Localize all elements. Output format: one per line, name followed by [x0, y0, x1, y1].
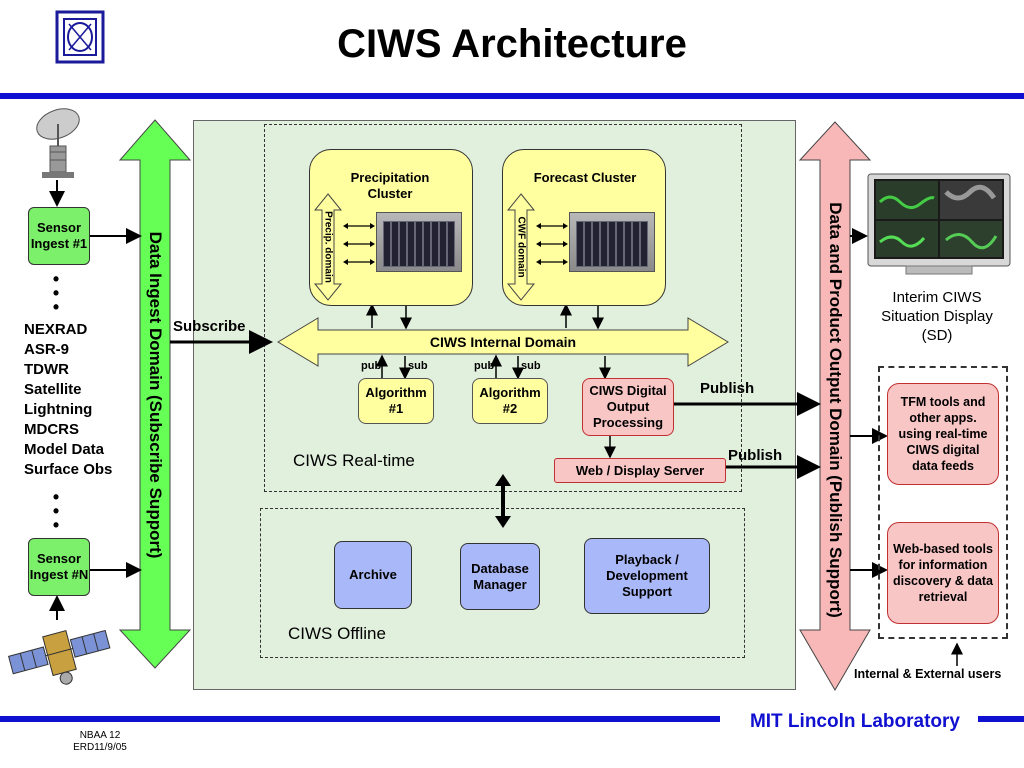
precipitation-cluster-title: Precipitation Cluster: [350, 170, 430, 201]
digital-output-processing[interactable]: CIWS Digital Output Processing: [582, 378, 674, 436]
ellipsis-dots-bottom: •••: [52, 487, 60, 535]
algorithm-1[interactable]: Algorithm #1: [358, 378, 434, 424]
source-satellite: Satellite: [24, 381, 82, 398]
web-display-server[interactable]: Web / Display Server: [554, 458, 726, 483]
source-nexrad: NEXRAD: [24, 321, 88, 338]
situation-display-label: Interim CIWS Situation Display (SD): [881, 289, 993, 344]
situation-display-monitor-icon: [866, 172, 1012, 282]
algorithm-2[interactable]: Algorithm #2: [472, 378, 548, 424]
source-mdcrs: MDCRS: [24, 421, 79, 438]
internal-domain-arrow: [277, 317, 729, 367]
web-tools-box[interactable]: Web-based tools for information discover…: [887, 522, 999, 624]
sensor-source-list: NEXRAD ASR-9 TDWR Satellite Lightning MD…: [24, 320, 112, 480]
offline-label: CIWS Offline: [288, 624, 386, 643]
alg2-sub-label: sub: [521, 360, 541, 372]
subscribe-label: Subscribe: [173, 318, 246, 335]
output-domain-label: Data and Product Output Domain (Publish …: [826, 202, 845, 618]
mit-ll-logo-icon: [55, 10, 105, 64]
forecast-server-rack-icon: [569, 212, 655, 272]
page-title: CIWS Architecture: [337, 22, 687, 66]
source-tdwr: TDWR: [24, 361, 69, 378]
publish-label-2: Publish: [728, 447, 783, 464]
forecast-link-arrows: [536, 223, 568, 265]
precip-domain-label: Precip. domain: [322, 211, 334, 283]
source-lightning: Lightning: [24, 401, 93, 418]
alg1-sub-label: sub: [408, 360, 428, 372]
forecast-cluster-title: Forecast Cluster: [533, 170, 637, 185]
source-surface-obs: Surface Obs: [24, 461, 113, 478]
ellipsis-dots-top: •••: [52, 269, 60, 317]
alg1-pub-label: pub: [361, 360, 382, 372]
alg2-pub-label: pub: [474, 360, 495, 372]
ingest-domain-arrow: [118, 119, 192, 669]
sensor-ingest-last[interactable]: Sensor Ingest #N: [28, 538, 90, 596]
user-tools-group: [878, 366, 1008, 639]
footer-note: NBAA 12 ERD11/9/05: [60, 730, 140, 754]
lab-footer-name: MIT Lincoln Laboratory: [743, 711, 966, 733]
precip-link-arrows: [343, 223, 375, 265]
cwf-domain-label: CWF domain: [515, 216, 527, 278]
cwf-domain-arrow: [506, 193, 536, 301]
tfm-tools-box[interactable]: TFM tools and other apps. using real-tim…: [887, 383, 999, 485]
internal-domain-label: CIWS Internal Domain: [429, 334, 577, 350]
publish-label-1: Publish: [700, 380, 755, 397]
satellite-icon: [7, 615, 113, 695]
sensor-ingest-first[interactable]: Sensor Ingest #1: [28, 207, 90, 265]
source-model-data: Model Data: [24, 441, 105, 458]
radar-dish-icon: [22, 102, 92, 182]
output-domain-arrow: [798, 121, 872, 691]
database-manager-box[interactable]: Database Manager: [460, 543, 540, 610]
realtime-label: CIWS Real-time: [293, 451, 415, 470]
source-asr9: ASR-9: [24, 341, 70, 358]
footer-note-line2: ERD11/9/05: [73, 742, 127, 753]
ingest-domain-label: Data Ingest Domain (Subscribe Support): [146, 231, 165, 559]
playback-support-box[interactable]: Playback / Development Support: [584, 538, 710, 614]
header-rule: [0, 93, 1024, 99]
precip-domain-arrow: [313, 193, 343, 301]
footer-note-line1: NBAA 12: [79, 730, 121, 741]
users-label: Internal & External users: [854, 667, 1002, 681]
archive-box[interactable]: Archive: [334, 541, 412, 609]
precip-server-rack-icon: [376, 212, 462, 272]
